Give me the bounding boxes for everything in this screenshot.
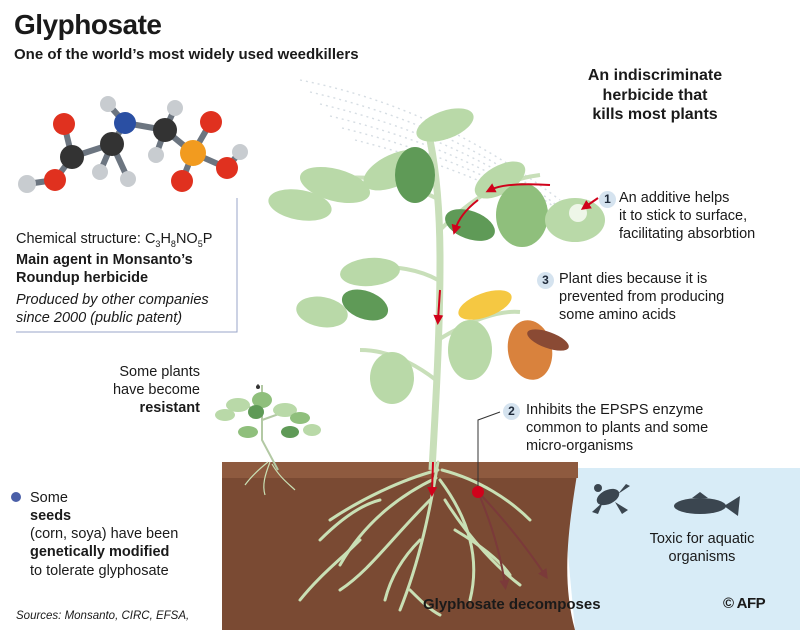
resistant-line: Some plants	[119, 364, 200, 380]
formula-element: P	[202, 231, 213, 247]
step-2-note: Inhibits the EPSPS enzyme common to plan…	[526, 401, 708, 455]
info-bracket	[16, 198, 238, 333]
toxic-line: organisms	[668, 549, 736, 566]
formula-element: H	[160, 231, 171, 247]
bullet-dot	[11, 492, 21, 502]
chemical-structure-label: Chemical structure:	[16, 231, 145, 247]
headline-line: kills most plants	[592, 106, 718, 124]
decomposes-label: Glyphosate decomposes	[423, 596, 601, 613]
step-3-note: Plant dies because it is prevented from …	[559, 270, 724, 324]
produced-by-line: Produced by other companies	[16, 292, 209, 308]
step-3-line: prevented from producing	[559, 289, 725, 306]
toxic-note: Toxic for aquatic organisms	[636, 530, 768, 566]
step-badge-3: 3	[537, 272, 554, 289]
step-2-line: common to plants and some	[526, 420, 709, 437]
seeds-line-4: to tolerate glyphosate	[30, 562, 169, 579]
formula-subscript: 8	[170, 238, 176, 249]
step-1-line: An additive helps	[619, 190, 730, 206]
sources-credit: Sources: Monsanto, CIRC, EFSA,	[16, 610, 190, 622]
leaves	[268, 108, 605, 404]
step-badge-2: 2	[503, 403, 520, 420]
toxic-line: Toxic for aquatic	[649, 531, 755, 547]
absorption-arrows	[427, 183, 599, 497]
fish-icon	[674, 492, 740, 516]
dead-roots	[477, 491, 548, 590]
headline-line: herbicide that	[602, 86, 708, 104]
subtitle: One of the world’s most widely used weed…	[14, 46, 359, 63]
produced-by-note: Produced by other companies since 2000 (…	[16, 291, 209, 327]
resistant-plant	[215, 384, 321, 496]
seeds-text: Some	[30, 490, 68, 506]
seeds-line-2: (corn, soya) have been	[30, 526, 179, 543]
headline-line: An indiscriminate	[587, 67, 723, 84]
step-3-line: some amino acids	[559, 307, 676, 324]
main-stem	[426, 139, 444, 471]
resistant-line: have become	[112, 382, 200, 399]
molecule-model	[18, 96, 248, 193]
formula-subscript: 5	[197, 238, 203, 249]
seeds-bold: seeds	[30, 508, 72, 525]
formula-subscript: 3	[155, 238, 161, 249]
page-title: Glyphosate	[14, 9, 162, 40]
formula-element: C	[144, 231, 156, 247]
soil-surface	[222, 462, 578, 478]
main-agent-line: Main agent in Monsanto’s	[16, 252, 193, 268]
step-1-note: An additive helps it to stick to surface…	[619, 189, 755, 243]
produced-by-line: since 2000 (public patent)	[16, 310, 183, 327]
frog-icon	[592, 484, 630, 514]
main-agent-line: Roundup herbicide	[16, 270, 149, 287]
step-2-pointer	[477, 411, 501, 486]
chemical-structure: Chemical structure: C3H8NO5P	[16, 231, 212, 250]
step-2-line: Inhibits the EPSPS enzyme	[526, 402, 704, 418]
seeds-line-1: Some seeds	[30, 489, 178, 525]
step-2-line: micro-organisms	[526, 438, 634, 455]
main-agent-note: Main agent in Monsanto’s Roundup herbici…	[16, 251, 193, 287]
epsps-site	[472, 486, 484, 498]
headline: An indiscriminate herbicide that kills m…	[560, 66, 750, 125]
step-badge-1: 1	[599, 191, 616, 208]
seeds-note: Some seeds (corn, soya) have been geneti…	[30, 489, 178, 580]
root-system	[298, 460, 532, 617]
step-3-line: Plant dies because it is	[559, 271, 708, 287]
afp-logo: © AFP	[723, 595, 766, 612]
resistant-note: Some plants have become resistant	[105, 363, 200, 417]
step-1-line: facilitating absorbtion	[619, 226, 756, 243]
step-1-line: it to stick to surface,	[619, 208, 748, 225]
seeds-line-3: genetically modified	[30, 544, 170, 561]
resistant-bold: resistant	[139, 400, 200, 417]
formula-element: NO	[175, 231, 198, 247]
